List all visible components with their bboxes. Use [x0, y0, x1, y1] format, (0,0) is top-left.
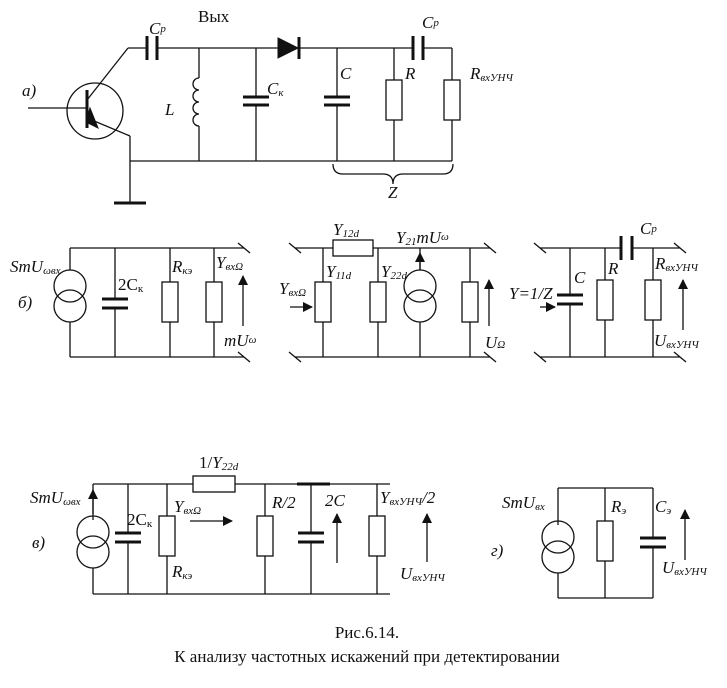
z-brace [332, 163, 454, 185]
b1-current-source-bottom [53, 289, 87, 323]
rin-label: RвхУНЧ [469, 64, 514, 84]
figure-caption: К анализу частотных искажений при детект… [174, 647, 560, 666]
panel-g-tag: г) [491, 541, 504, 560]
figure-number: Рис.6.14. [335, 623, 399, 642]
v-current-source-bottom [76, 535, 110, 569]
panel-b3: Cр C R RвхУНЧ Y=1/Z UвхУНЧ [509, 219, 700, 363]
emitter-arrow-icon [85, 106, 99, 130]
b3-uin-label: UвхУНЧ [654, 331, 700, 351]
b2-y12-label: Y12d [333, 220, 359, 240]
v-r2-label: R/2 [271, 493, 296, 512]
v-rke-label: Rкэ [171, 562, 192, 582]
b1-resistor-yin [205, 281, 223, 323]
b2-uo-label: UΩ [485, 333, 505, 352]
g-ce-label: Cэ [655, 497, 671, 517]
v-uin-label: UвхУНЧ [400, 564, 446, 584]
b1-src-label: SmUωвх [10, 257, 61, 277]
v-resistor-r2 [256, 515, 274, 557]
panel-v-tag: в) [32, 533, 45, 552]
inductor-icon [192, 77, 200, 127]
v-cap-label: 2Cк [127, 510, 153, 530]
v-c2-label: 2C [325, 491, 346, 510]
panel-a-tag: а) [22, 81, 37, 100]
r-label: R [404, 64, 416, 83]
b3-cp-label: Cр [640, 219, 657, 238]
b1-cap-label: 2Cк [118, 275, 144, 295]
b3-yz-label: Y=1/Z [509, 284, 553, 303]
panel-b2: Y12d Y21mUω YвхΩ Y11d Y22d UΩ [279, 220, 505, 363]
g-re-label: Rэ [610, 497, 626, 517]
b2-yin-label: YвхΩ [279, 279, 306, 299]
b2-resistor-load [461, 281, 479, 323]
b3-c-label: C [574, 268, 586, 287]
v-src-label: SmUωвх [30, 488, 81, 508]
panel-a: а) Вых Cр Cр L Cк C R RвхУНЧ Z [22, 7, 514, 205]
g-current-source-bottom [541, 540, 575, 574]
b2-current-source-top [403, 269, 437, 303]
g-src-label: SmUвх [502, 493, 545, 513]
b3-terminal-bl-icon [533, 351, 547, 363]
v-resistor-y22 [192, 475, 236, 493]
b2-resistor-y11 [314, 281, 332, 323]
diode-icon [277, 37, 300, 59]
panel-g: г) SmUвх Rэ Cэ UвхУНЧ [491, 487, 708, 599]
b1-current-source-top [53, 269, 87, 303]
resistor-r [385, 79, 403, 121]
cp2-label: Cр [422, 13, 439, 32]
b2-terminal-tr-icon [483, 242, 497, 254]
b2-resistor-y12 [332, 239, 374, 257]
v-resistor-rke [158, 515, 176, 557]
v-resistor-load [368, 515, 386, 557]
b3-resistor-r [596, 279, 614, 321]
transistor-body [66, 82, 124, 140]
b2-y22-label: Y22d [381, 262, 407, 282]
b2-current-source-bottom [403, 289, 437, 323]
b1-terminal-bottom-icon [237, 351, 251, 363]
b1-rke-label: Rкэ [171, 257, 192, 277]
g-resistor-re [596, 520, 614, 562]
b2-y11-label: Y11d [326, 262, 352, 282]
g-current-source-top [541, 520, 575, 554]
v-yinunch-label: YвхУНЧ/2 [380, 488, 436, 508]
b1-out-label: mUω [224, 331, 257, 350]
panel-v: в) SmUωвх 2Cк YвхΩ Rкэ 1/Y22d R/2 2C Yвх… [30, 453, 446, 595]
b1-resistor-rke [161, 281, 179, 323]
b2-terminal-br-icon [483, 351, 497, 363]
b2-y21-label: Y21mUω [396, 228, 449, 248]
b2-terminal-tl-icon [288, 242, 302, 254]
v-current-source-top [76, 515, 110, 549]
b3-terminal-tr-icon [673, 242, 687, 254]
panel-b1: б) SmUωвх 2Cк Rкэ YвхΩ mUω [10, 242, 257, 363]
b3-terminal-br-icon [673, 351, 687, 363]
panel-b-tag: б) [18, 293, 33, 312]
ck-label: Cк [267, 79, 284, 99]
l-label: L [164, 100, 174, 119]
b3-resistor-rin [644, 279, 662, 321]
out-label: Вых [198, 7, 230, 26]
c-label: C [340, 64, 352, 83]
b3-rin-label: RвхУНЧ [654, 254, 699, 274]
resistor-rin [443, 79, 461, 121]
b1-yin-label: YвхΩ [216, 253, 243, 273]
collector-wire [86, 47, 129, 101]
b3-r-label: R [607, 259, 619, 278]
b3-terminal-tl-icon [533, 242, 547, 254]
g-uin-label: UвхУНЧ [662, 558, 708, 578]
v-y22-label: 1/Y22d [199, 453, 239, 473]
cp1-label: Cр [149, 19, 166, 38]
b1-terminal-top-icon [237, 242, 251, 254]
v-yin-label: YвхΩ [174, 497, 201, 517]
b2-terminal-bl-icon [288, 351, 302, 363]
b2-resistor-y22 [369, 281, 387, 323]
z-label: Z [388, 183, 398, 202]
